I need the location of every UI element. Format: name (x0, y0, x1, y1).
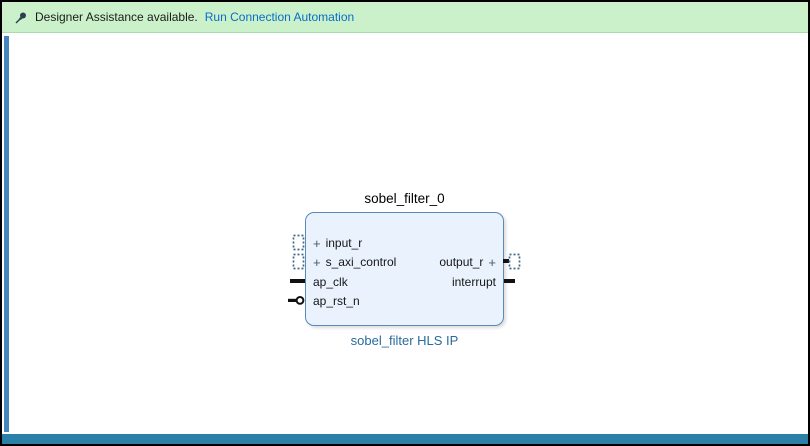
port-row-ap-clk[interactable]: ap_clk (313, 274, 348, 290)
port-label[interactable]: ap_clk (313, 275, 348, 289)
designer-assistance-banner: Designer Assistance available. Run Conne… (2, 2, 808, 33)
signal-pin-icon[interactable] (504, 279, 515, 283)
clock-pin-icon[interactable] (290, 279, 305, 283)
port-label[interactable]: interrupt (451, 275, 496, 289)
banner-message: Designer Assistance available. (35, 10, 198, 24)
block-type-label: sobel_filter HLS IP (350, 333, 459, 348)
expand-plus-icon[interactable]: + (488, 254, 496, 270)
port-label[interactable]: output_r (439, 255, 484, 269)
run-connection-automation-link[interactable]: Run Connection Automation (204, 10, 355, 24)
port-row-input-r[interactable]: + input_r (313, 235, 362, 251)
left-scrollbar[interactable] (4, 36, 9, 432)
interface-stub[interactable] (503, 259, 509, 263)
expand-plus-icon[interactable]: + (313, 235, 321, 251)
reset-pin-icon[interactable] (288, 294, 306, 312)
interface-pin-icon[interactable] (508, 253, 521, 275)
pushpin-icon (14, 11, 27, 24)
expand-plus-icon[interactable]: + (313, 254, 321, 270)
port-label[interactable]: s_axi_control (325, 255, 397, 269)
bottom-scrollbar[interactable] (2, 434, 808, 444)
port-label[interactable]: ap_rst_n (313, 294, 360, 308)
port-row-ap-rst-n[interactable]: ap_rst_n (313, 293, 360, 309)
port-row-output-r[interactable]: output_r + (439, 254, 496, 270)
sobel-filter-ip-block[interactable]: + input_r + s_axi_control ap_clk ap_rst_… (305, 212, 504, 326)
port-row-interrupt[interactable]: interrupt (452, 274, 496, 290)
port-label[interactable]: input_r (325, 236, 363, 250)
port-row-s-axi-control[interactable]: + s_axi_control (313, 254, 396, 270)
interface-pin-icon[interactable] (292, 234, 305, 256)
block-instance-name[interactable]: sobel_filter_0 (364, 191, 445, 206)
interface-pin-icon[interactable] (292, 253, 305, 275)
